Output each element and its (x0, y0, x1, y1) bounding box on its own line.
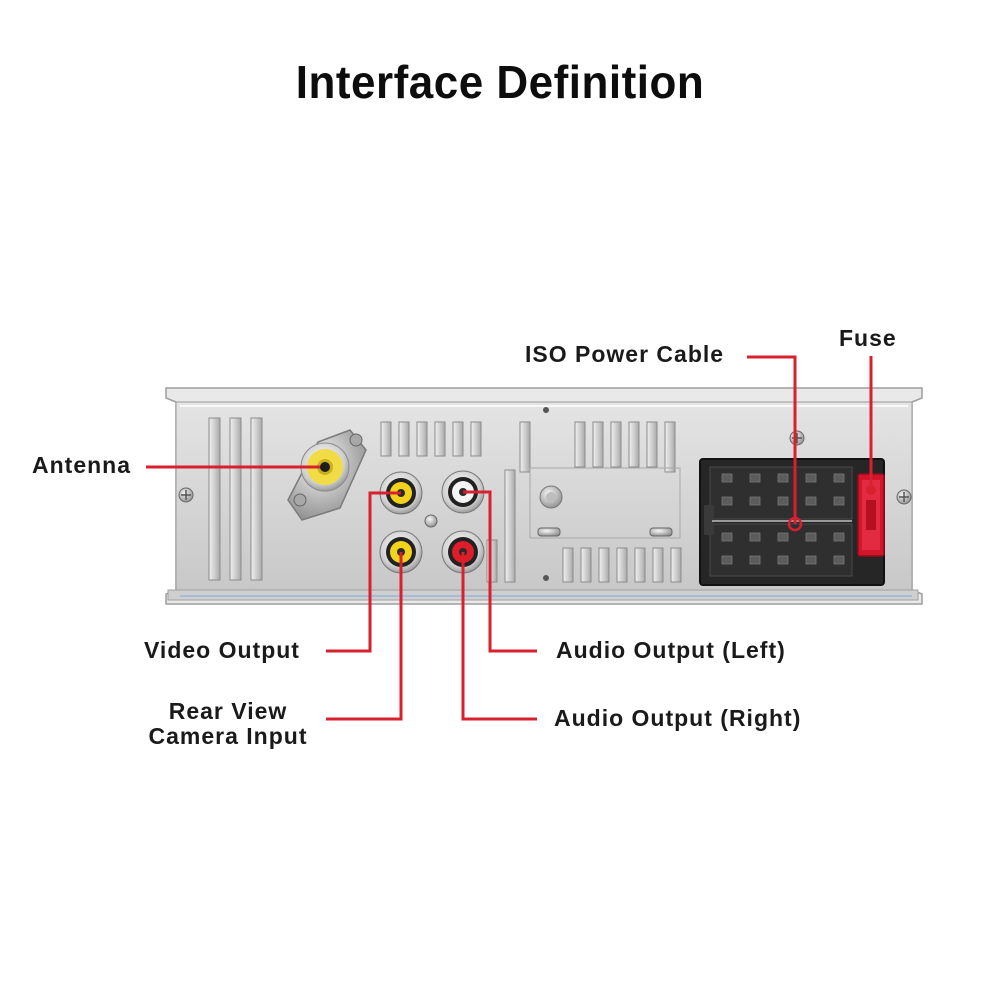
iso-connector (699, 458, 885, 586)
label-fuse: Fuse (839, 325, 897, 351)
iso-power-cable-leader (747, 355, 797, 524)
label-iso-power-cable: ISO Power Cable (525, 341, 725, 367)
page-title: Interface Definition (295, 56, 705, 109)
label-antenna: Antenna (32, 452, 131, 478)
label-rear-view: Rear View Camera Input (142, 699, 314, 749)
iso-target-marker (787, 516, 803, 532)
label-audio-right: Audio Output (Right) (554, 705, 802, 731)
antenna-target-marker (320, 462, 330, 472)
label-audio-left: Audio Output (Left) (556, 637, 786, 663)
label-video-output: Video Output (144, 637, 300, 663)
heat-sink-fins (208, 417, 682, 583)
label-rear-view-line1: Rear View (168, 698, 288, 724)
fuse-target-marker (866, 485, 876, 495)
audio-left-leader (463, 490, 537, 653)
video-output-leader (326, 491, 401, 653)
audio-right-leader (461, 552, 537, 721)
screw-icon (178, 407, 912, 581)
leader-lines (146, 355, 873, 721)
rear-camera-leader (326, 552, 403, 721)
label-rear-view-line2: Camera Input (148, 723, 308, 749)
